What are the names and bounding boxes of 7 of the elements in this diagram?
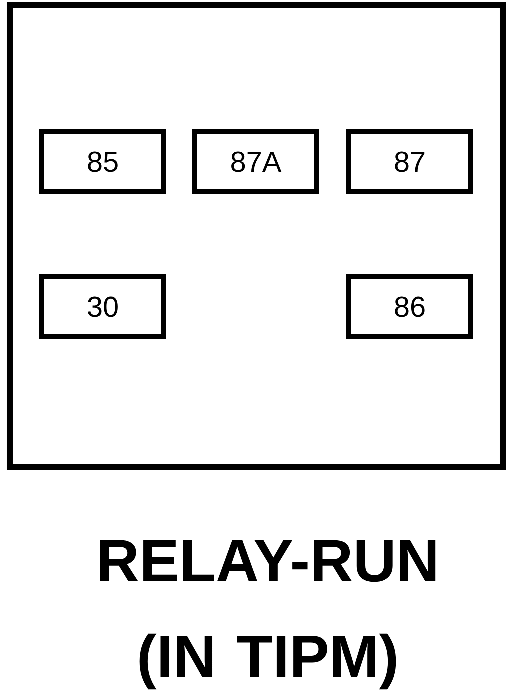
pin-box: 85 [40,130,166,194]
relay-outline [7,2,506,470]
pin-box: 30 [40,274,166,340]
caption: RELAY-RUN (IN TIPM) [100,540,436,690]
pin-box: 86 [346,274,474,340]
pin-box: 87A [192,130,320,194]
pin-box: 87 [346,130,474,194]
